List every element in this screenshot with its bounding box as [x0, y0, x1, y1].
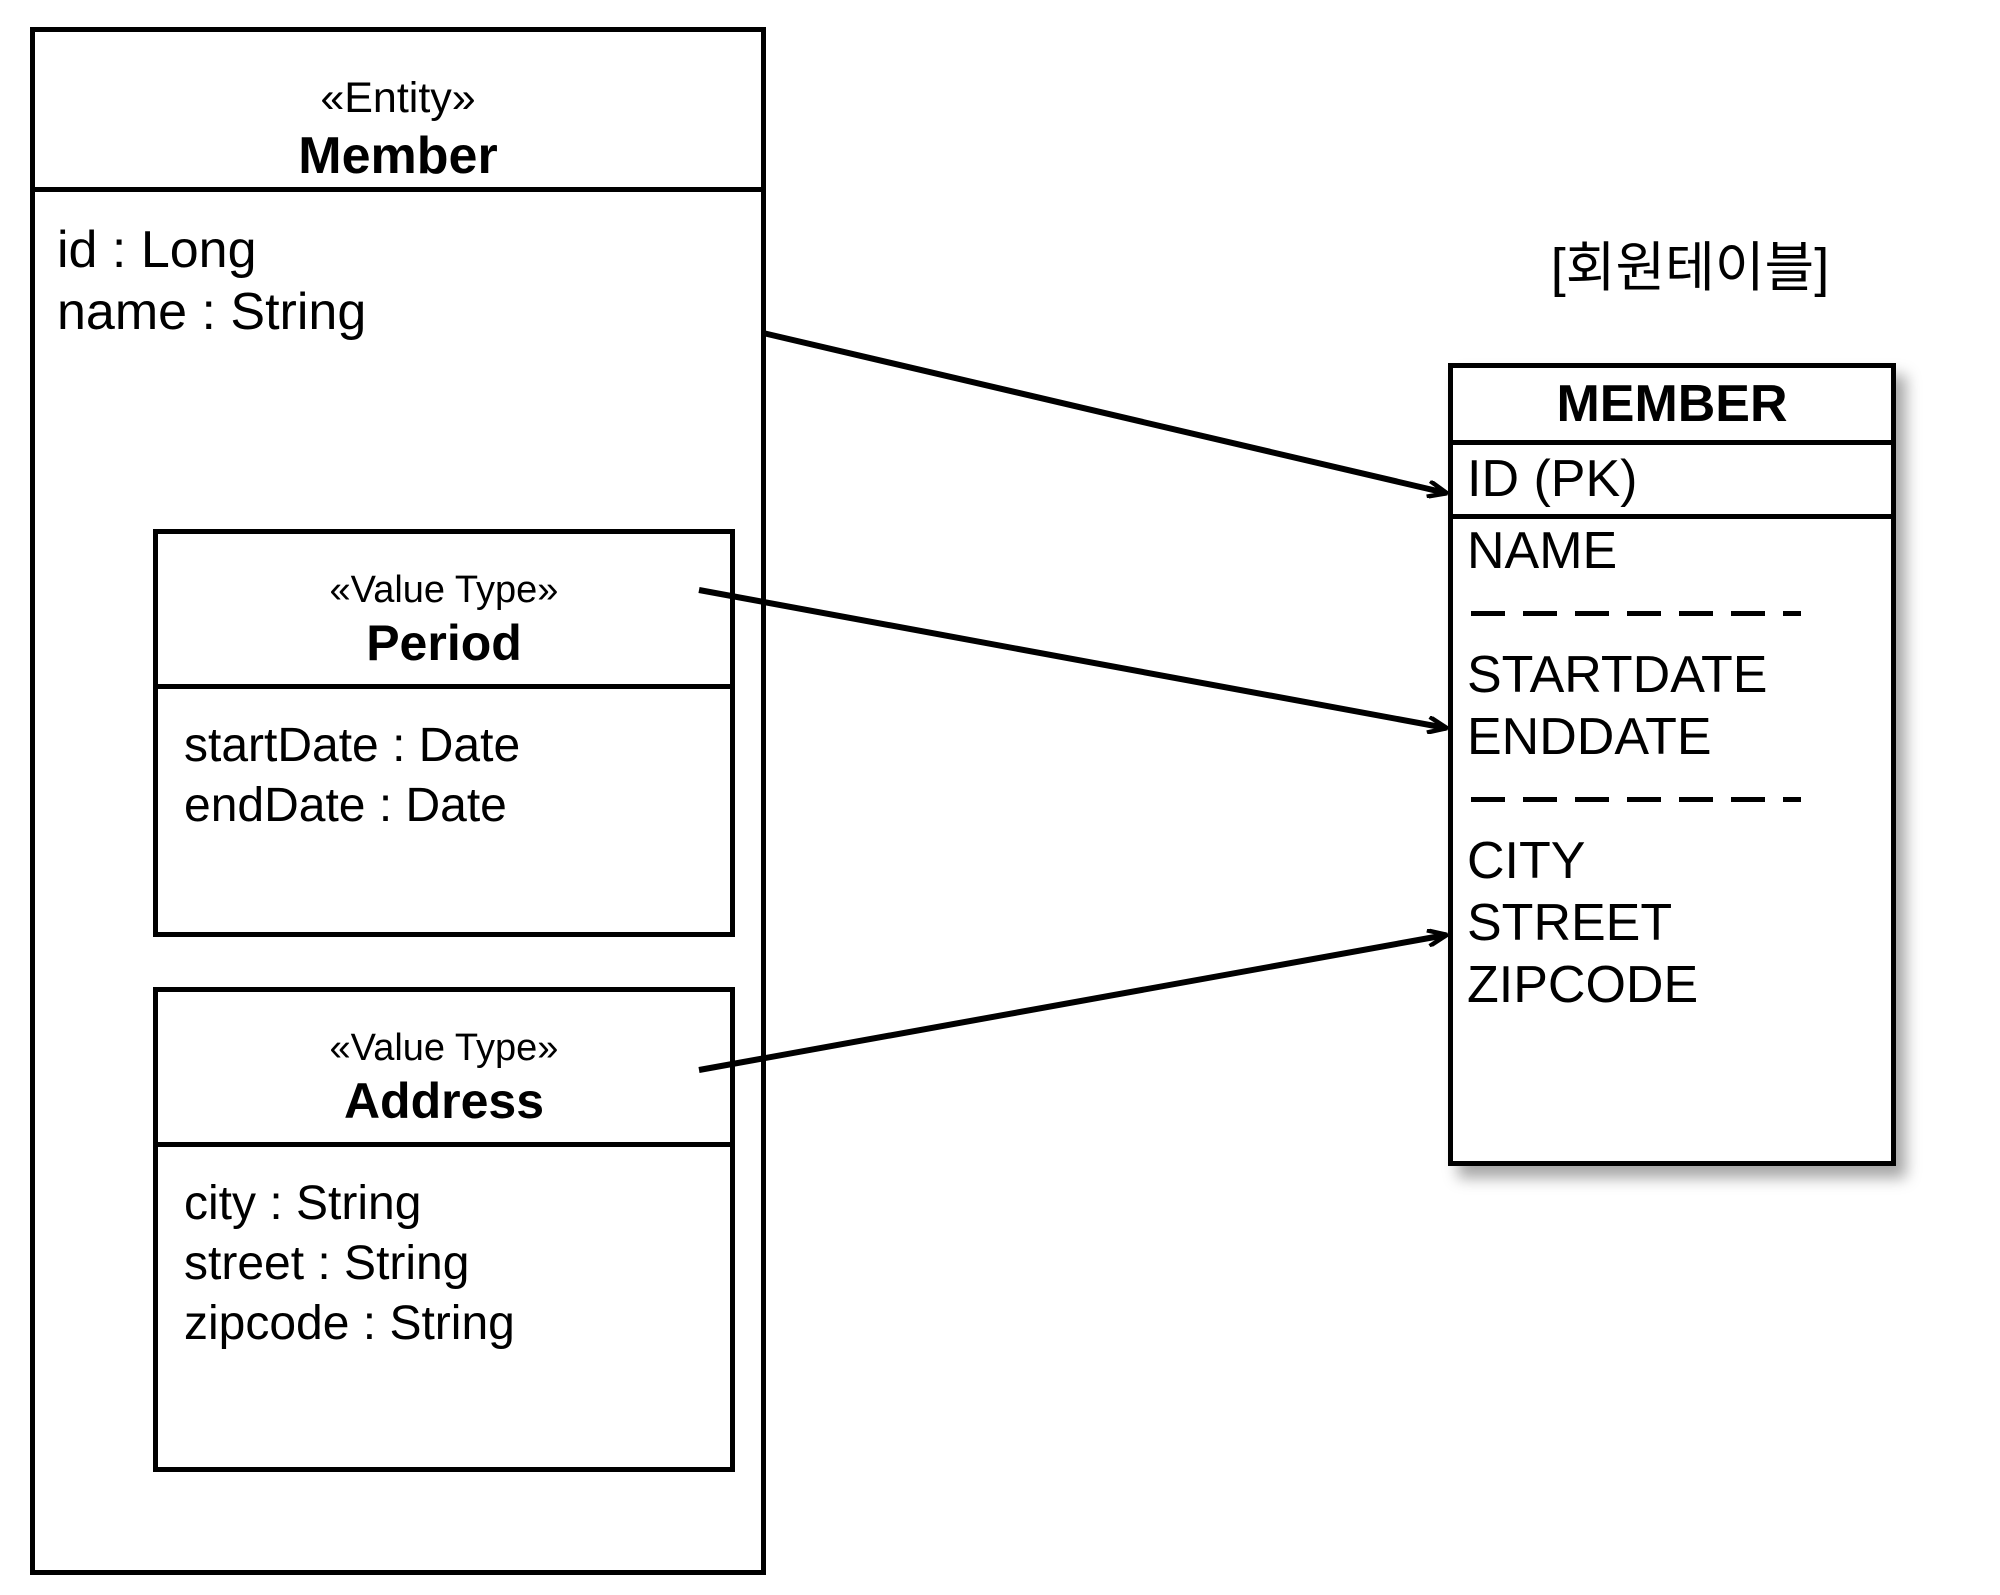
entity-header-divider [35, 187, 761, 192]
table-caption: [회원테이블] [1550, 238, 1830, 298]
entity-attribute: id : Long [57, 221, 257, 279]
value-type-box-period[interactable]: «Value Type» Period startDate : Date end… [153, 529, 735, 937]
column-group-separator [1467, 582, 1887, 644]
value-type-box-address[interactable]: «Value Type» Address city : String stree… [153, 987, 735, 1472]
value-type-attribute: city : String [184, 1177, 422, 1230]
mapping-arrow-member-to-id [762, 330, 1446, 493]
table-column: STREET [1467, 894, 1673, 952]
value-type-attribute-list: startDate : Date endDate : Date [184, 716, 724, 836]
entity-header: «Entity» Member [35, 32, 761, 187]
table-column-pk: ID (PK) [1467, 450, 1638, 508]
value-type-attribute: endDate : Date [184, 779, 507, 832]
value-type-attribute: startDate : Date [184, 719, 521, 772]
table-name: MEMBER [1556, 375, 1788, 433]
table-pk-divider [1453, 514, 1891, 519]
table-title-divider [1453, 440, 1891, 445]
table-column: ZIPCODE [1467, 956, 1699, 1014]
value-type-stereotype: «Value Type» [329, 569, 559, 611]
value-type-attribute-list: city : String street : String zipcode : … [184, 1174, 724, 1354]
column-group-separator [1467, 768, 1887, 830]
entity-attribute: name : String [57, 283, 367, 341]
table-column: NAME [1467, 522, 1618, 580]
entity-box-member[interactable]: «Entity» Member id : Long name : String … [30, 27, 766, 1575]
mapping-arrow-address-to-city [698, 935, 1446, 1073]
value-type-divider [158, 1142, 730, 1147]
value-type-stereotype: «Value Type» [329, 1027, 559, 1069]
value-type-attribute: zipcode : String [184, 1297, 515, 1350]
entity-name: Member [298, 127, 498, 185]
table-column: STARTDATE [1467, 646, 1768, 704]
entity-stereotype: «Entity» [320, 74, 476, 122]
table-column: CITY [1467, 832, 1586, 890]
table-column-list: NAME STARTDATE ENDDATE CITY STREET ZIPCO… [1467, 520, 1887, 1016]
database-table-member[interactable]: MEMBER ID (PK) NAME STARTDATE ENDDATE CI… [1448, 363, 1896, 1166]
value-type-attribute: street : String [184, 1237, 470, 1290]
value-type-name: Period [366, 615, 522, 671]
table-column: ENDDATE [1467, 708, 1712, 766]
entity-attribute-list: id : Long name : String [57, 219, 747, 343]
mapping-arrow-period-to-startdate [698, 587, 1446, 728]
value-type-divider [158, 684, 730, 689]
value-type-name: Address [343, 1073, 545, 1129]
